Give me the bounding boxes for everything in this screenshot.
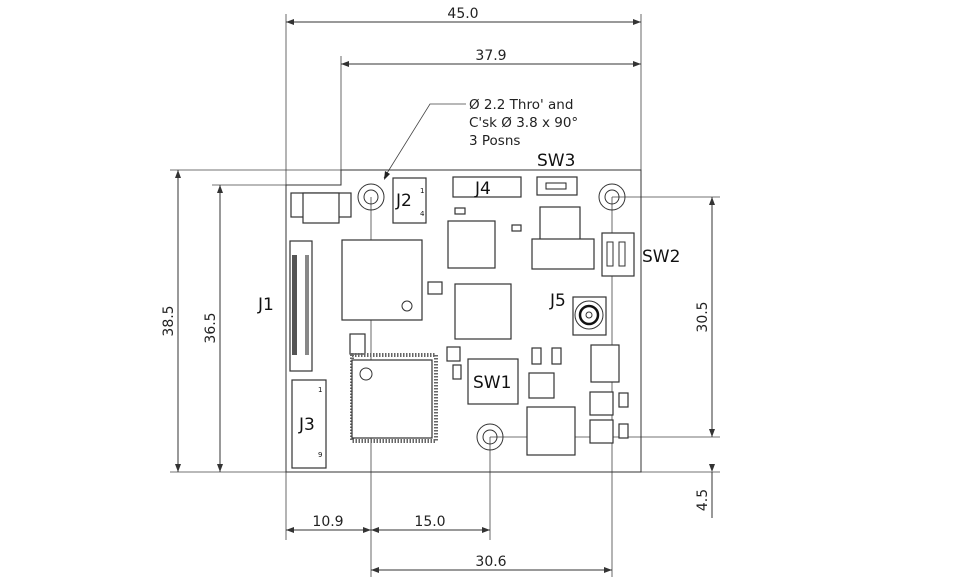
note-line-3: 3 Posns — [469, 133, 520, 149]
small-component — [349, 333, 366, 355]
j3-pin-9: 9 — [318, 451, 322, 459]
resistor — [452, 364, 462, 380]
dim-inner-height: 36.5 — [203, 312, 219, 343]
resistor — [454, 207, 466, 215]
dim-hole-span-top: 37.9 — [475, 48, 506, 64]
ic-module-large — [341, 239, 423, 321]
switch-sw2: SW2 — [601, 232, 680, 277]
label-j5: J5 — [549, 291, 566, 311]
connector-j1: J1 — [257, 240, 313, 372]
j2-pin-1: 1 — [420, 187, 424, 195]
pin1-marker — [401, 300, 413, 312]
connector-j4: J4 — [452, 176, 522, 199]
resistor — [511, 224, 522, 232]
transistor-2 — [446, 346, 461, 362]
component-square-2 — [589, 419, 614, 444]
j2-pin-4: 4 — [420, 210, 425, 218]
mounting-hole-bottom — [476, 423, 504, 451]
mounting-hole-top-left — [357, 183, 385, 211]
capacitor — [531, 347, 542, 365]
note-line-2: C'sk Ø 3.8 x 90° — [469, 115, 578, 131]
dim-overall-height: 38.5 — [161, 305, 177, 336]
component-square-1 — [589, 391, 614, 416]
dim-hole-offset-bottom: 4.5 — [695, 489, 711, 511]
dim-left-to-hole: 10.9 — [312, 514, 343, 530]
j3-pin-1: 1 — [318, 386, 322, 394]
dimension-arrows — [175, 19, 715, 573]
connector-j3: J3 1 9 — [291, 379, 327, 469]
connector-j2: J2 1 4 — [392, 177, 427, 224]
note-line-1: Ø 2.2 Thro' and — [469, 97, 573, 113]
ic-qfp — [350, 353, 438, 443]
crystal — [528, 372, 555, 399]
extension-lines — [170, 14, 720, 577]
clip-connector-top-right — [531, 206, 595, 270]
ic-soic8 — [590, 344, 620, 383]
dimension-lines — [177, 21, 713, 571]
switch-sw3: SW3 — [536, 151, 578, 196]
dim-hole-to-bottom-hole: 15.0 — [414, 514, 445, 530]
inductor — [526, 406, 576, 456]
dim-hole-span-vertical: 30.5 — [695, 301, 711, 332]
capacitor — [551, 347, 562, 365]
label-j1: J1 — [257, 295, 274, 315]
label-j4: J4 — [474, 179, 491, 199]
dim-hole-span-bottom: 30.6 — [475, 554, 506, 570]
capacitor — [618, 392, 629, 408]
label-sw3: SW3 — [537, 151, 575, 171]
transistor — [427, 281, 443, 295]
connector-j5: J5 — [549, 291, 607, 336]
label-j3: J3 — [298, 415, 315, 435]
label-sw1: SW1 — [473, 373, 511, 393]
dim-overall-width: 45.0 — [447, 6, 478, 22]
ic-center — [454, 283, 512, 340]
mounting-hole-top-right — [598, 183, 626, 211]
capacitor — [618, 423, 629, 439]
label-j2: J2 — [395, 191, 412, 211]
ic-top — [447, 220, 496, 269]
switch-sw1: SW1 — [467, 358, 519, 405]
hole-note: Ø 2.2 Thro' and C'sk Ø 3.8 x 90° 3 Posns — [383, 97, 578, 180]
clip-connector-top-left — [290, 192, 352, 224]
label-sw2: SW2 — [642, 247, 680, 267]
board-outline — [285, 169, 642, 473]
